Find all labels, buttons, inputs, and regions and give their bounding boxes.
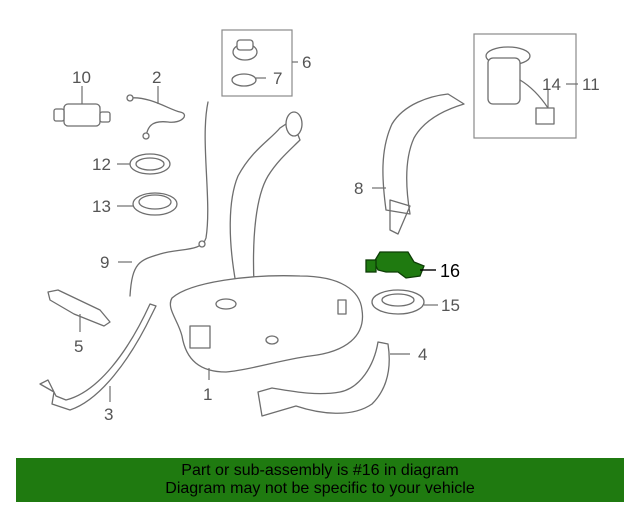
part-3-tank-strap: 3 [39, 303, 157, 424]
part-8-filler-pipe: 8 [354, 93, 465, 235]
callout-14: 14 [542, 75, 561, 94]
part-9-vent-line: 9 [100, 101, 209, 297]
callout-2: 2 [152, 68, 161, 87]
callout-15: 15 [441, 296, 460, 315]
callout-1: 1 [203, 385, 212, 404]
part-16-sensor-highlighted[interactable]: 16 [365, 251, 460, 281]
part-12-lock-ring: 12 [92, 153, 171, 175]
callout-13: 13 [92, 197, 111, 216]
banner-line-1: Part or sub-assembly is #16 in diagram [181, 462, 459, 479]
part-15-cover: 15 [371, 289, 460, 315]
callout-12: 12 [92, 155, 111, 174]
callout-11: 11 [582, 75, 600, 94]
callout-6: 6 [302, 53, 311, 72]
info-banner: Part or sub-assembly is #16 in diagram D… [16, 458, 624, 502]
part-11-pump-module-group: 14 11 [473, 33, 600, 139]
part-2-wire-harness: 2 [126, 68, 185, 140]
banner-line-2: Diagram may not be specific to your vehi… [165, 480, 475, 497]
part-1-fuel-tank: 1 [169, 275, 364, 404]
callout-4: 4 [418, 345, 427, 364]
part-6-fuel-cap-group: 7 6 [221, 29, 311, 97]
part-5-bracket: 5 [47, 289, 111, 356]
callout-10: 10 [72, 68, 91, 87]
part-10-fuel-filter: 10 [53, 68, 111, 127]
callout-16: 16 [440, 261, 460, 281]
part-4-shield: 4 [257, 341, 427, 417]
parts-diagram: 10 2 12 13 7 6 9 [39, 29, 600, 424]
callout-8: 8 [354, 179, 363, 198]
part-13-seal: 13 [92, 192, 178, 216]
callout-5: 5 [74, 337, 83, 356]
callout-3: 3 [104, 405, 113, 424]
callout-7: 7 [273, 69, 282, 88]
filler-neck [229, 111, 303, 285]
callout-9: 9 [100, 253, 109, 272]
